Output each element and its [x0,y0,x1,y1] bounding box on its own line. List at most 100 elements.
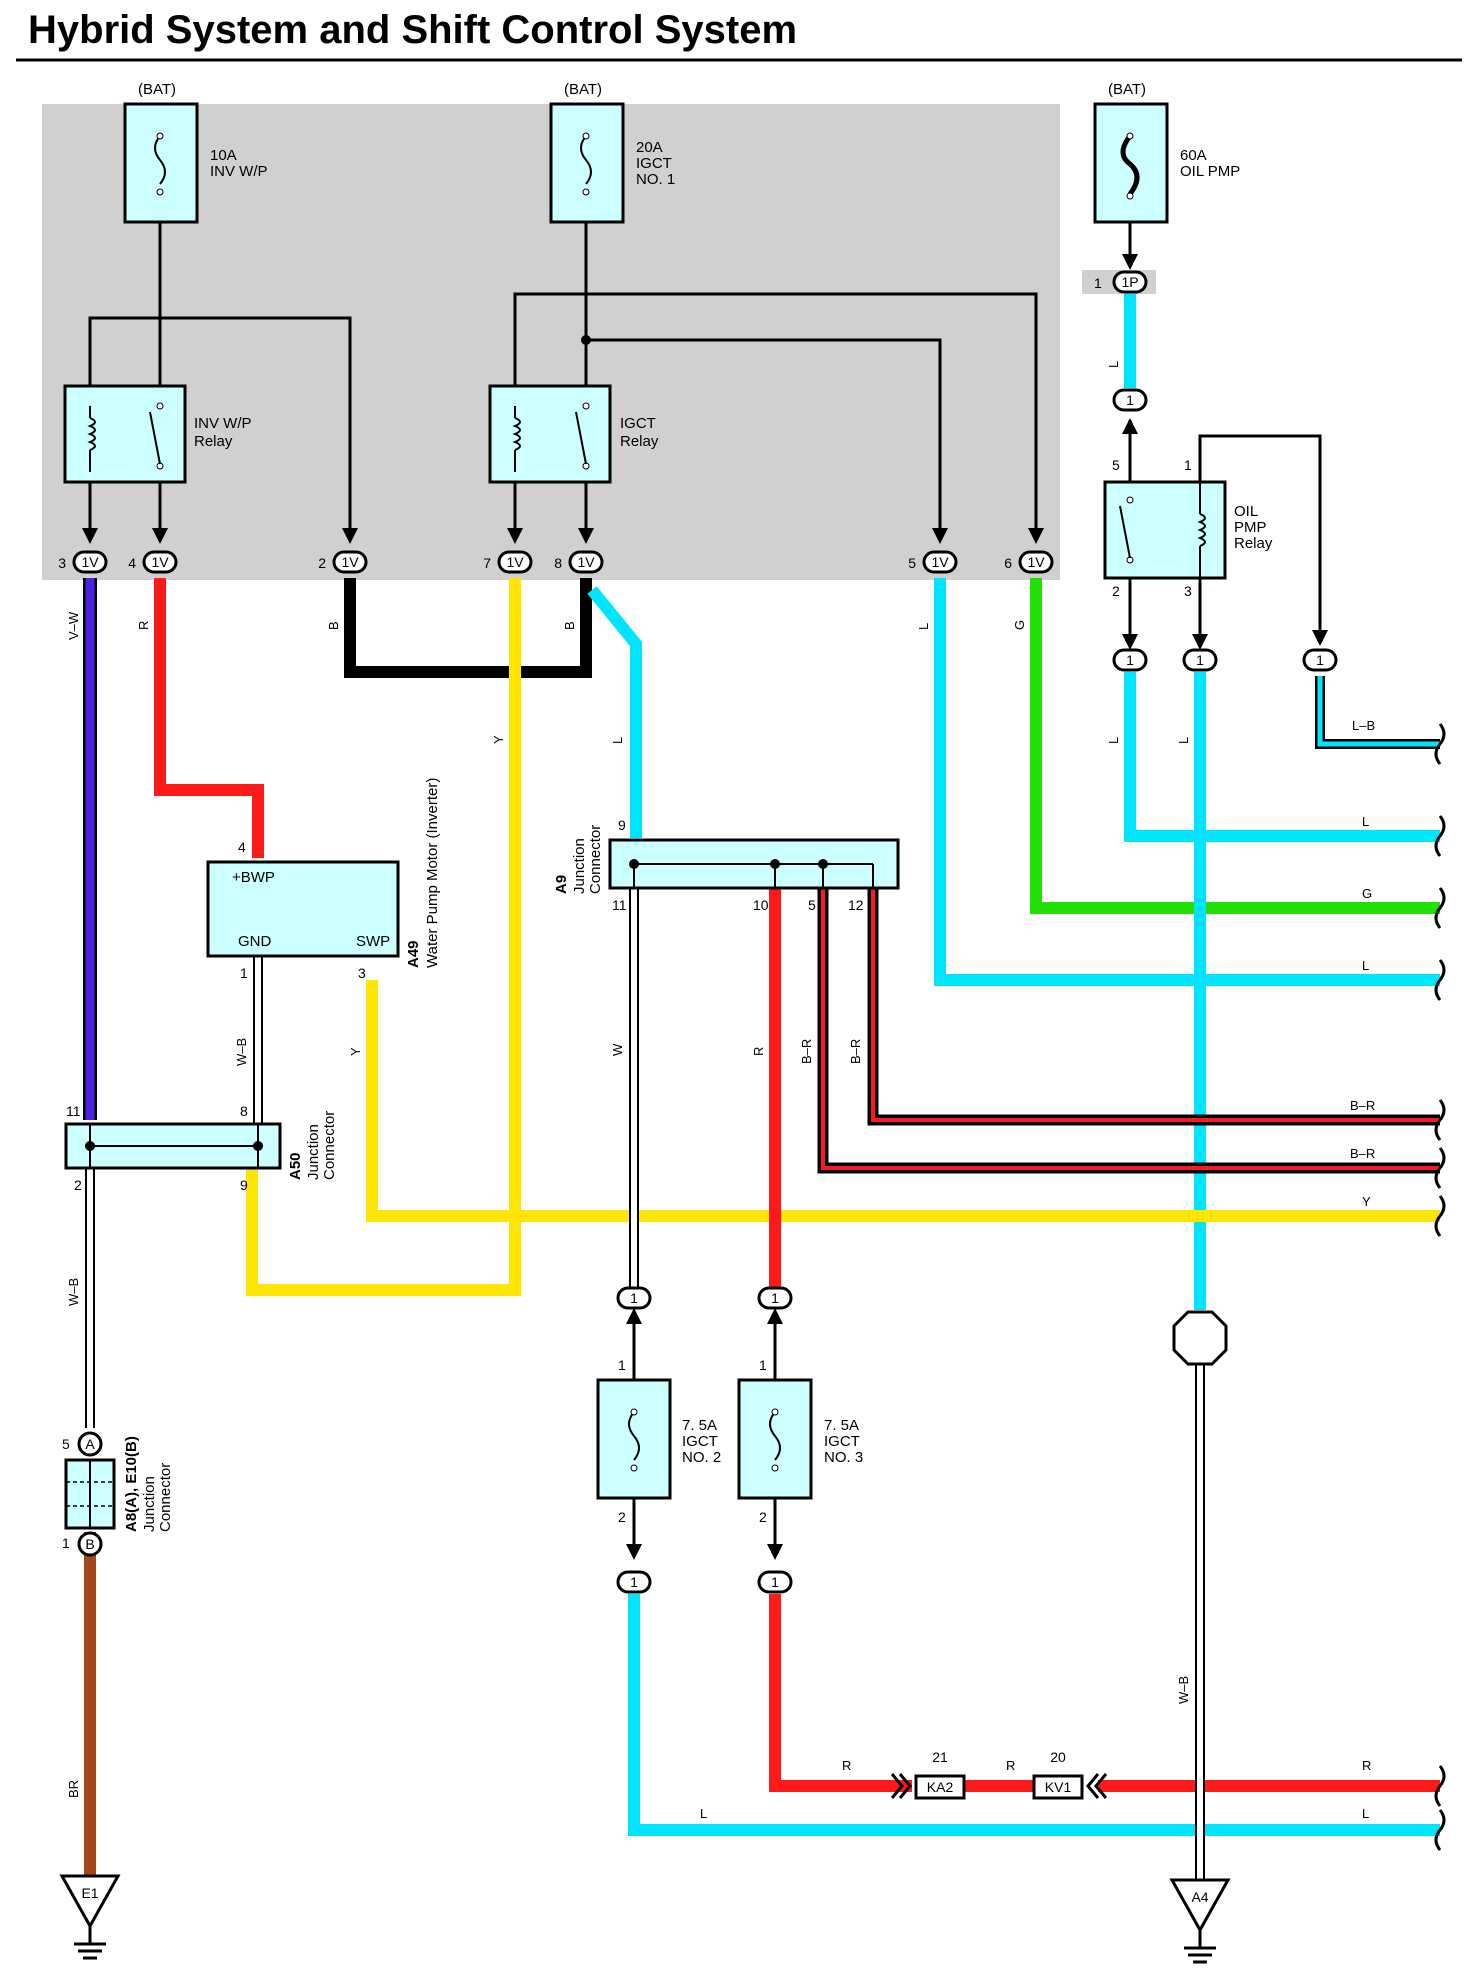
relay-block-wiring [88,222,1322,636]
svg-text:10: 10 [753,897,769,913]
connector-1-ovals [616,388,1338,1594]
wire-y-7 [246,578,521,1296]
relay-oil-pmp [1103,480,1227,580]
inline-labels: KA2 KV1 21 20 [927,1749,1072,1795]
svg-text:10A: 10A [210,147,237,164]
svg-text:20A: 20A [636,139,663,156]
wire-br-12-outline [867,888,1440,1126]
svg-text:KA2: KA2 [927,1779,954,1795]
svg-text:1: 1 [630,1574,638,1590]
svg-text:(BAT): (BAT) [138,81,176,98]
svg-text:Junction: Junction [141,1476,158,1532]
svg-text:1: 1 [62,1535,70,1551]
svg-text:IGCT: IGCT [620,415,656,432]
svg-text:OIL PMP: OIL PMP [1180,163,1240,180]
svg-text:1: 1 [1184,457,1192,473]
svg-text:9: 9 [618,817,626,833]
a49-labels: +BWP GND SWP 4 1 3 A49 Water Pump Motor … [232,778,441,981]
fuse-igct-no3 [737,1378,813,1500]
svg-text:IGCT: IGCT [682,1433,718,1450]
svg-text:NO. 2: NO. 2 [682,1449,721,1466]
a9-labels: 9 11 10 5 12 A9 Junction Connector [553,817,864,913]
svg-text:R: R [1006,1758,1015,1773]
fuse-oil-pmp [1093,102,1169,224]
svg-text:IGCT: IGCT [636,155,672,172]
svg-text:B: B [562,621,577,630]
svg-text:V–W: V–W [66,611,81,640]
wire-labels-vertical: V–W R B B Y L L G L L L W–B Y W R B–R B–… [66,361,1191,1798]
svg-text:2: 2 [1112,583,1120,599]
inline-connector-kv1 [1032,1773,1108,1800]
svg-text:NO. 3: NO. 3 [824,1449,863,1466]
svg-text:3: 3 [58,555,66,571]
svg-text:1V: 1V [151,554,169,570]
svg-text:1: 1 [1126,392,1134,408]
svg-text:Junction: Junction [571,838,588,894]
svg-text:Y: Y [348,1047,363,1056]
svg-text:21: 21 [932,1749,948,1765]
svg-text:6: 6 [1004,555,1012,571]
wire-br-5-outline [817,888,1440,1174]
svg-text:G: G [1362,886,1372,901]
svg-text:1: 1 [1196,652,1204,668]
svg-text:W–B: W–B [1176,1676,1191,1704]
wire-l-bottom [628,1594,1440,1836]
page-title: Hybrid System and Shift Control System [28,8,798,52]
svg-text:Relay: Relay [194,433,233,450]
wire-lb-outline [1315,676,1440,749]
svg-text:1V: 1V [341,554,359,570]
wire-lb [1317,676,1440,747]
ground-e1 [59,1874,121,1960]
svg-text:1: 1 [1126,652,1134,668]
fuse-igct-no2 [596,1378,672,1500]
svg-text:1V: 1V [931,554,949,570]
connector-1v-row [72,550,1054,574]
svg-text:L: L [700,1806,707,1821]
svg-text:1: 1 [771,1574,779,1590]
svg-text:Junction: Junction [305,1124,322,1180]
svg-text:1: 1 [618,1357,626,1373]
svg-text:L–B: L–B [1352,718,1375,733]
svg-text:4: 4 [128,555,136,571]
svg-text:12: 12 [848,897,864,913]
svg-text:L: L [1362,1806,1369,1821]
svg-text:NO. 1: NO. 1 [636,171,675,188]
a50-labels: 11 8 2 9 A50 Junction Connector [66,1103,338,1193]
svg-text:1: 1 [1316,652,1324,668]
svg-text:A8(A), E10(B): A8(A), E10(B) [123,1436,140,1532]
svg-text:11: 11 [612,897,627,913]
svg-text:L: L [1362,814,1369,829]
svg-text:1V: 1V [577,554,595,570]
svg-text:B: B [85,1536,94,1552]
svg-text:SWP: SWP [356,933,390,950]
continuation-brackets [1434,723,1446,1851]
inline-connector-ka2 [890,1773,966,1800]
svg-text:A49: A49 [405,940,422,968]
svg-text:Connector: Connector [587,825,604,894]
svg-text:2: 2 [74,1177,82,1193]
wire-br-12 [871,888,1440,1122]
svg-text:2: 2 [618,1509,626,1525]
svg-text:1V: 1V [81,554,99,570]
svg-text:8: 8 [554,555,562,571]
wire-r-a49 [154,578,264,858]
svg-text:(BAT): (BAT) [564,81,602,98]
svg-text:W: W [610,1043,625,1056]
colored-wires [83,294,1440,1880]
svg-text:20: 20 [1050,1749,1066,1765]
svg-text:4: 4 [238,839,246,855]
fuse-labels: 10A INV W/P 20A IGCT NO. 1 60A OIL PMP 7… [210,139,1240,1466]
svg-text:1: 1 [759,1357,767,1373]
svg-text:R: R [136,621,151,630]
relay-labels: INV W/P Relay IGCT Relay OIL PMP Relay 5… [194,415,1273,599]
svg-text:BR: BR [66,1780,81,1798]
svg-text:A9: A9 [553,875,570,894]
svg-text:A50: A50 [287,1152,304,1180]
connector-1v-pins: 3 4 2 7 8 5 6 [58,555,1012,571]
svg-text:GND: GND [238,933,272,950]
wire-l-5 [934,578,1440,986]
svg-text:1: 1 [630,1290,638,1306]
connector-1-labels: 1 1 1 1 1 1 1 1 [630,392,1324,1590]
svg-text:L: L [1106,737,1121,744]
